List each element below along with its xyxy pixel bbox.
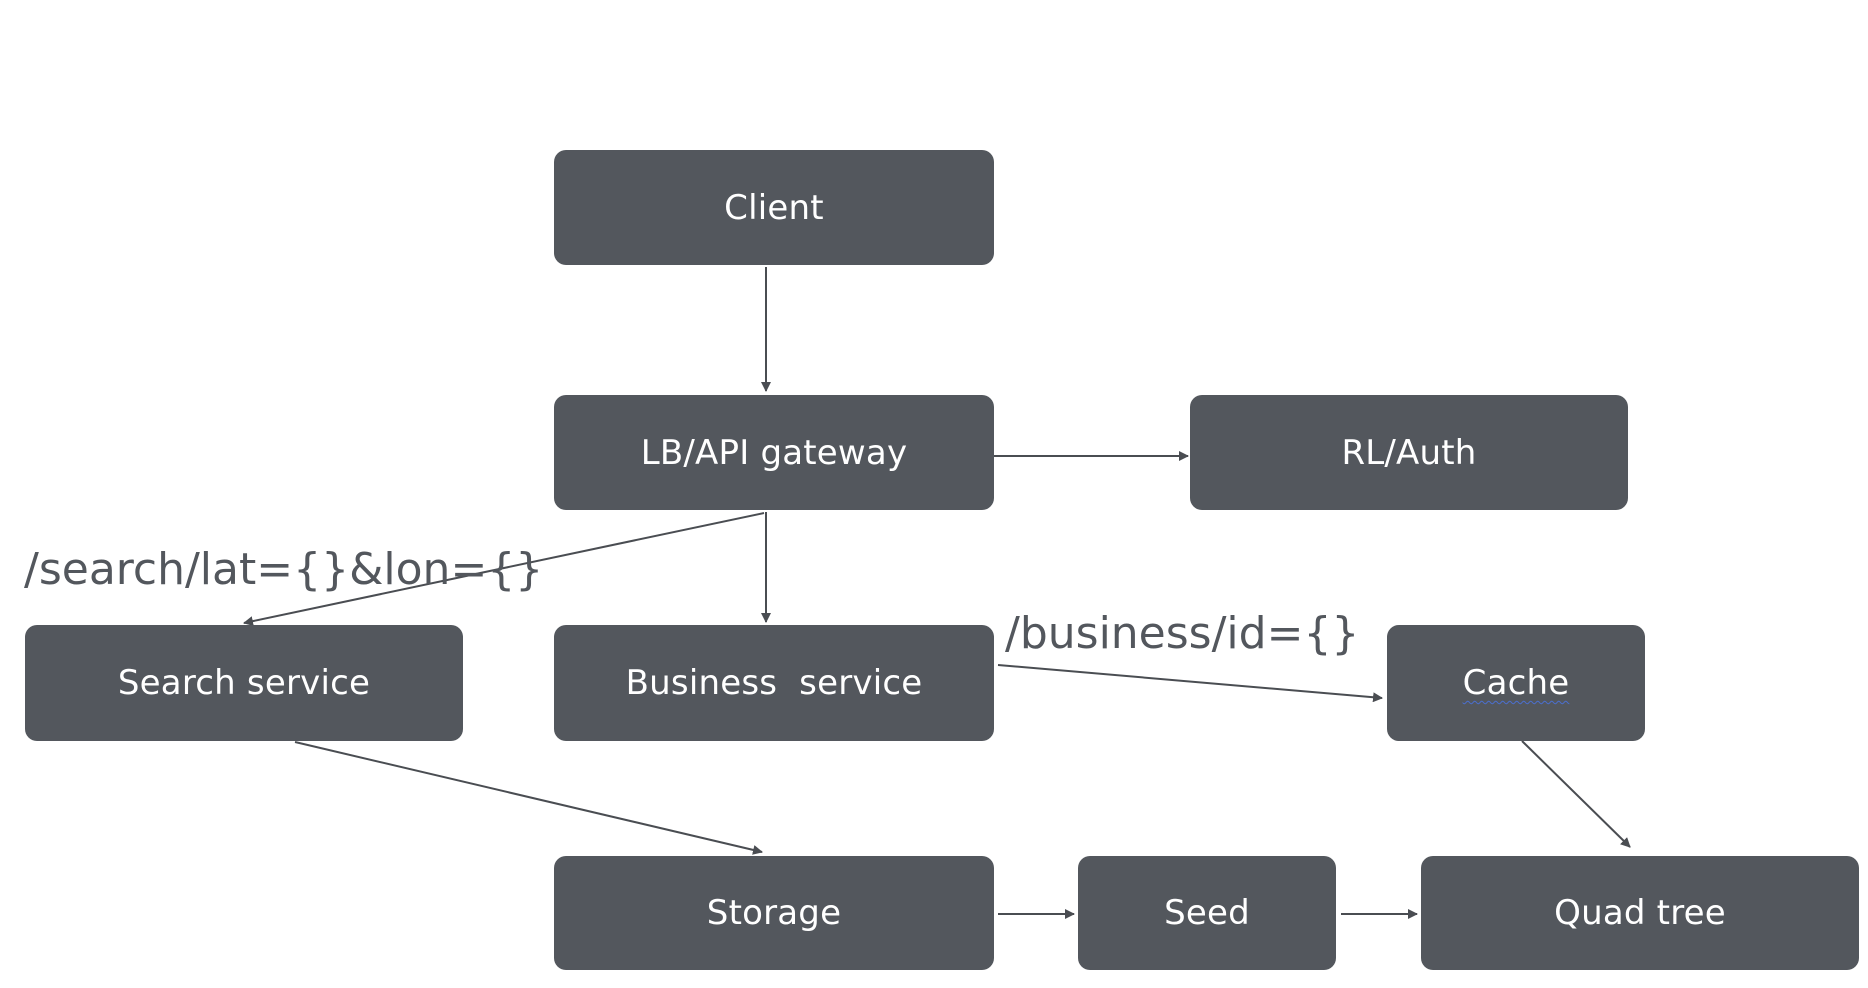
node-seed: Seed [1078,856,1336,970]
node-rl-auth-label: RL/Auth [1341,432,1477,473]
node-gateway-label: LB/API gateway [640,432,908,473]
node-business-service: Business service [554,625,994,741]
node-client: Client [554,150,994,265]
node-client-label: Client [724,187,824,228]
node-seed-label: Seed [1164,893,1250,933]
node-search-service-label: Search service [117,663,371,703]
node-cache-label: Cache [1462,663,1570,703]
node-quad-tree: Quad tree [1421,856,1859,970]
edge-business-to-cache [997,664,1383,703]
search-endpoint-label: /search/lat={}&lon={} [24,544,544,595]
node-gateway: LB/API gateway [554,395,994,510]
node-business-service-label: Business service [625,663,923,703]
edge-search-to-storage [294,741,763,855]
business-endpoint-label: /business/id={} [1005,608,1360,659]
node-cache: Cache [1387,625,1645,741]
node-storage-label: Storage [706,893,842,933]
node-search-service: Search service [25,625,463,741]
node-rl-auth: RL/Auth [1190,395,1628,510]
edge-cache-to-quadtree [1521,740,1631,848]
node-quad-tree-label: Quad tree [1554,893,1726,933]
node-storage: Storage [554,856,994,970]
